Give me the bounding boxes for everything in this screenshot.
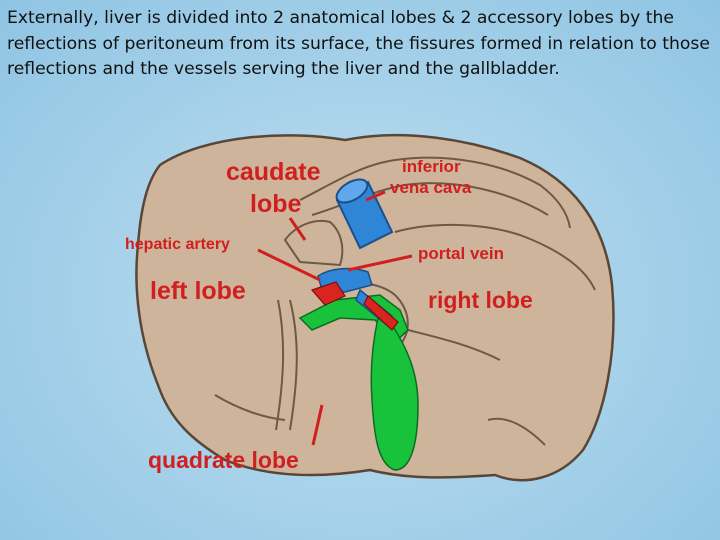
hepatic-artery: [310, 281, 399, 331]
label-caudate-line1: caudate: [226, 158, 321, 186]
label-quadrate-lobe: quadrate lobe: [148, 447, 299, 473]
label-inferior-line1: inferior: [402, 157, 461, 176]
label-caudate-line2: lobe: [250, 190, 301, 218]
caption-text: Externally, liver is divided into 2 anat…: [7, 8, 710, 79]
label-hepatic-artery: hepatic artery: [125, 236, 230, 253]
leader-lines: [257, 190, 413, 446]
label-left-lobe: left lobe: [150, 277, 246, 305]
label-portal-vein: portal vein: [418, 244, 504, 263]
label-right-lobe: right lobe: [428, 287, 533, 313]
inferior-vena-cava: [335, 178, 394, 250]
label-inferior-line2: vena cava: [390, 178, 472, 197]
